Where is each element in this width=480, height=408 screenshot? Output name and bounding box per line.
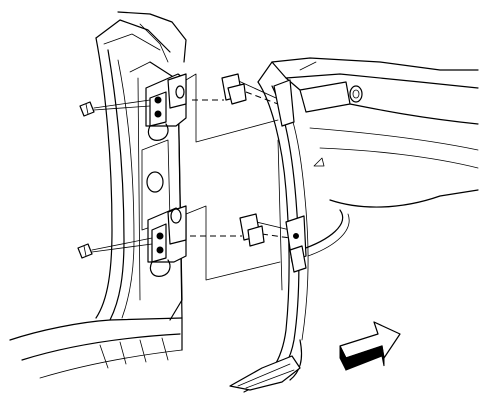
- body-pillar: [9, 11, 187, 379]
- direction-arrow: [339, 321, 401, 371]
- upper-bolt: [79, 99, 151, 117]
- door: [229, 57, 479, 393]
- upper-hinge: [145, 73, 187, 141]
- alignment-lines: [185, 73, 291, 281]
- lower-shim: [239, 213, 265, 247]
- lower-bolt: [77, 237, 153, 259]
- upper-shim: [221, 73, 247, 105]
- lower-hinge: [147, 205, 187, 277]
